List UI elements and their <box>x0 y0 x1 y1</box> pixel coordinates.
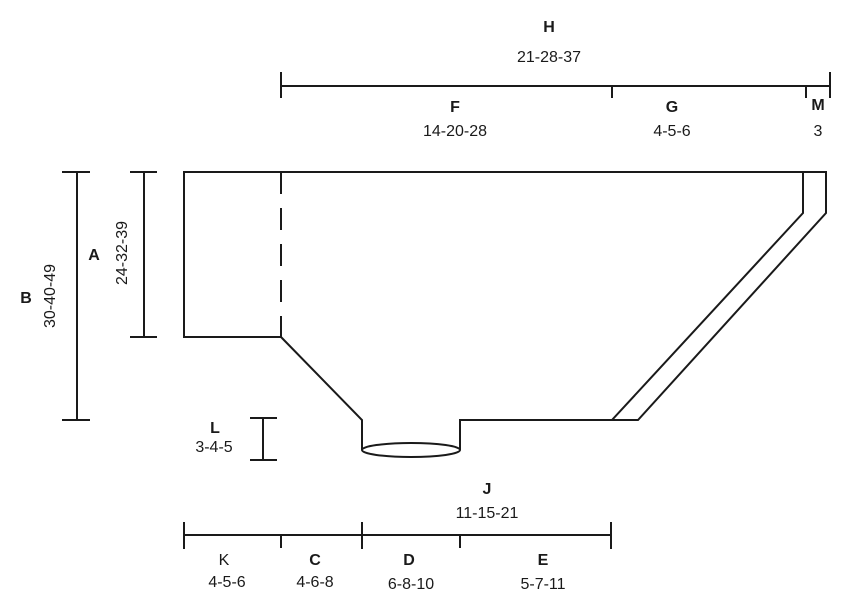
value-c: 4-6-8 <box>296 574 333 591</box>
label-a: A <box>88 247 100 264</box>
value-f: 14-20-28 <box>423 123 487 140</box>
label-l: L <box>210 420 220 437</box>
value-k: 4-5-6 <box>208 574 245 591</box>
value-j: 11-15-21 <box>456 505 519 522</box>
value-b: 30-40-49 <box>42 264 59 328</box>
label-k: K <box>219 552 230 569</box>
label-f: F <box>450 99 460 116</box>
label-j: J <box>483 481 492 498</box>
garment-outline <box>183 171 827 458</box>
dimension-a <box>130 171 157 338</box>
value-d: 6-8-10 <box>388 576 434 593</box>
dimension-b <box>62 171 90 421</box>
value-g: 4-5-6 <box>653 123 690 140</box>
label-h: H <box>543 19 555 36</box>
dimension-h <box>280 72 831 98</box>
value-l: 3-4-5 <box>195 439 232 456</box>
label-m: M <box>811 97 824 114</box>
value-e: 5-7-11 <box>520 576 565 593</box>
dimension-l <box>250 417 277 461</box>
label-e: E <box>538 552 549 569</box>
value-h: 21-28-37 <box>517 49 581 66</box>
value-a: 24-32-39 <box>114 221 131 285</box>
label-c: C <box>309 552 321 569</box>
dimension-bottom <box>183 522 612 549</box>
label-b: B <box>20 290 32 307</box>
label-d: D <box>403 552 415 569</box>
value-m: 3 <box>814 123 823 140</box>
label-g: G <box>666 99 678 116</box>
